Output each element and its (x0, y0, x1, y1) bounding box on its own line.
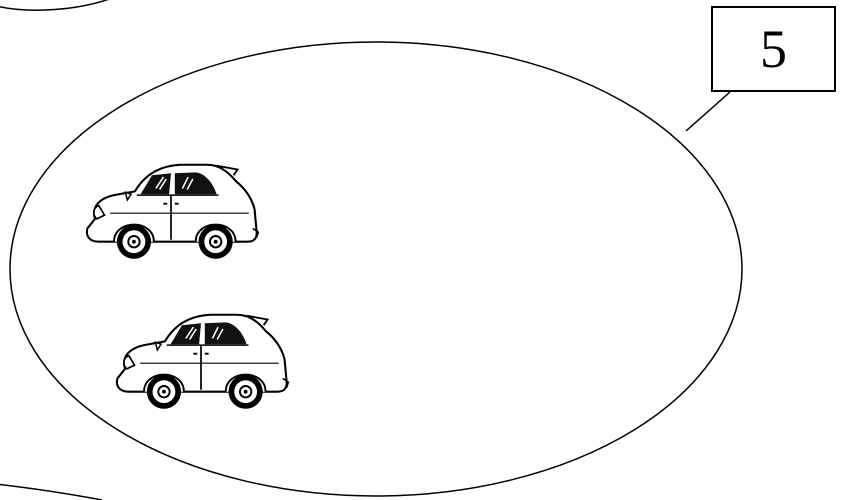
neighbor-set-top-edge (0, 0, 112, 10)
neighbor-set-bottom-edge (0, 484, 102, 500)
number-label: 5 (760, 22, 787, 76)
number-label-box: 5 (711, 6, 836, 92)
car-icon (87, 165, 258, 259)
car-icon (117, 315, 288, 409)
connector-line (686, 92, 730, 131)
set-ellipse (10, 42, 742, 496)
